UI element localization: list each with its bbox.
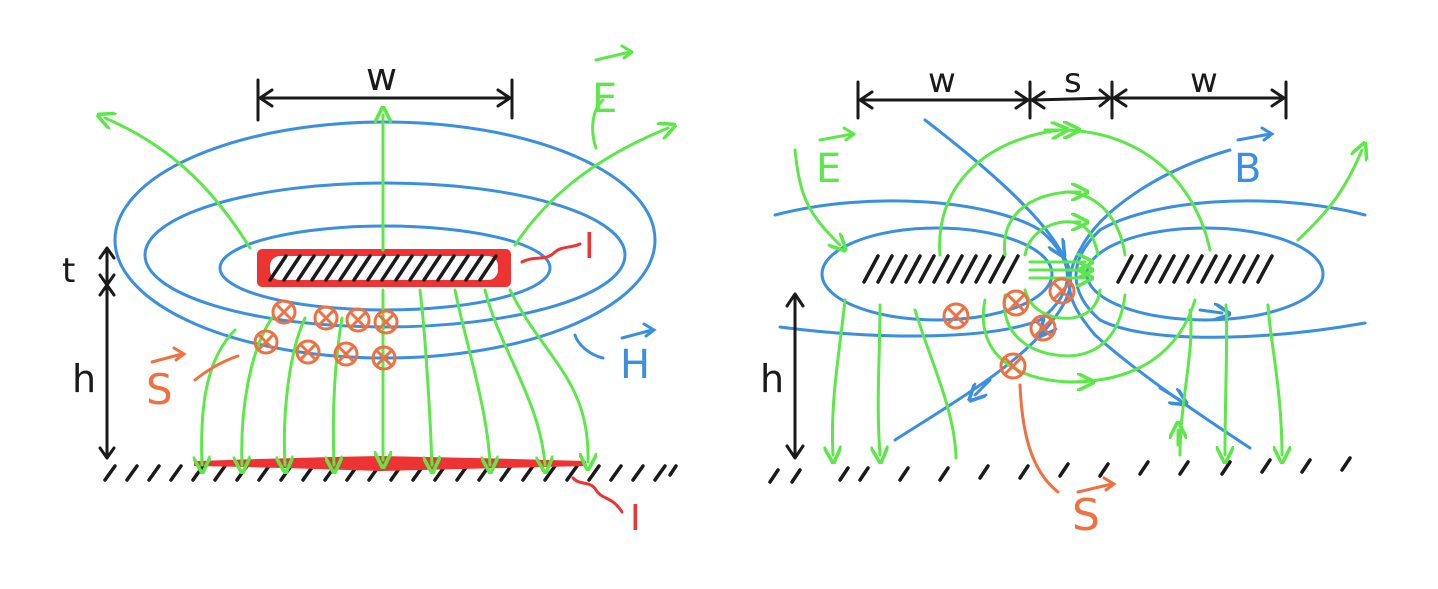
current-pointer-top (520, 242, 582, 264)
e-field-lines (105, 98, 668, 465)
w-label: w (366, 55, 397, 99)
s-vector-arrow-icon (1076, 476, 1117, 494)
t-label: t (62, 251, 75, 291)
h-label: h (72, 357, 96, 401)
poynting-into-page-icon (271, 299, 297, 325)
poynting-into-page-icon (1002, 289, 1030, 317)
s-spacing-label: s (1064, 61, 1082, 101)
poynting-into-page-icon (333, 341, 359, 367)
poynting-into-page-icon (373, 309, 399, 335)
width-spacing-dimension (856, 80, 1288, 120)
poynting-into-page-icon (295, 339, 321, 365)
microstrip-conductor (257, 249, 511, 287)
b-field-label: B (1234, 146, 1261, 192)
h-label-pointer (573, 333, 605, 360)
poynting-into-page-icon (371, 345, 397, 371)
coplanar-conductor-left (862, 254, 1020, 284)
s-label-pointer-right (1018, 383, 1060, 494)
h-vector-arrow-icon (620, 322, 657, 340)
s-vector-label-coplanar: S (1072, 490, 1100, 541)
thickness-height-dimension (98, 246, 116, 460)
poynting-into-page-icon (999, 352, 1027, 380)
ground-return-current (194, 455, 586, 472)
current-label-bottom: I (630, 498, 641, 539)
s-label-pointer (193, 354, 240, 382)
e-vector-arrow-icon (594, 44, 634, 62)
e-field-lines-coplanar (793, 130, 1362, 458)
e-field-label: E (592, 76, 617, 122)
w-left-label: w (928, 61, 956, 101)
b-vector-arrow-icon (1236, 126, 1275, 142)
coplanar-diagram: w s w E B h S (760, 61, 1365, 541)
microstrip-diagram: w t h E H S I I (62, 44, 678, 539)
poynting-into-page-icon (345, 307, 371, 333)
poynting-into-page-icon (942, 302, 970, 330)
height-dimension-right (785, 292, 805, 460)
poynting-into-page-icon (253, 329, 279, 355)
poynting-into-page-icon (313, 305, 339, 331)
e-field-label-coplanar: E (816, 146, 841, 192)
h-label-coplanar: h (760, 357, 784, 401)
poynting-into-page-icon (1029, 314, 1057, 342)
current-pointer-bottom (571, 476, 624, 514)
ground-plane-left (103, 455, 678, 482)
h-field-label: H (620, 342, 650, 388)
s-vector-arrow-icon (150, 346, 187, 364)
e-vector-arrow-icon (818, 126, 856, 142)
current-label-top: I (584, 226, 595, 267)
width-dimension-left (256, 78, 514, 122)
poynting-into-page-icon (1048, 277, 1076, 305)
poynting-vectors-left (193, 299, 399, 382)
w-right-label: w (1190, 61, 1218, 101)
coplanar-conductor-right (1116, 254, 1274, 284)
poynting-vectors-right (942, 277, 1076, 494)
s-vector-label: S (146, 365, 173, 414)
ground-plane-right (768, 456, 1352, 484)
